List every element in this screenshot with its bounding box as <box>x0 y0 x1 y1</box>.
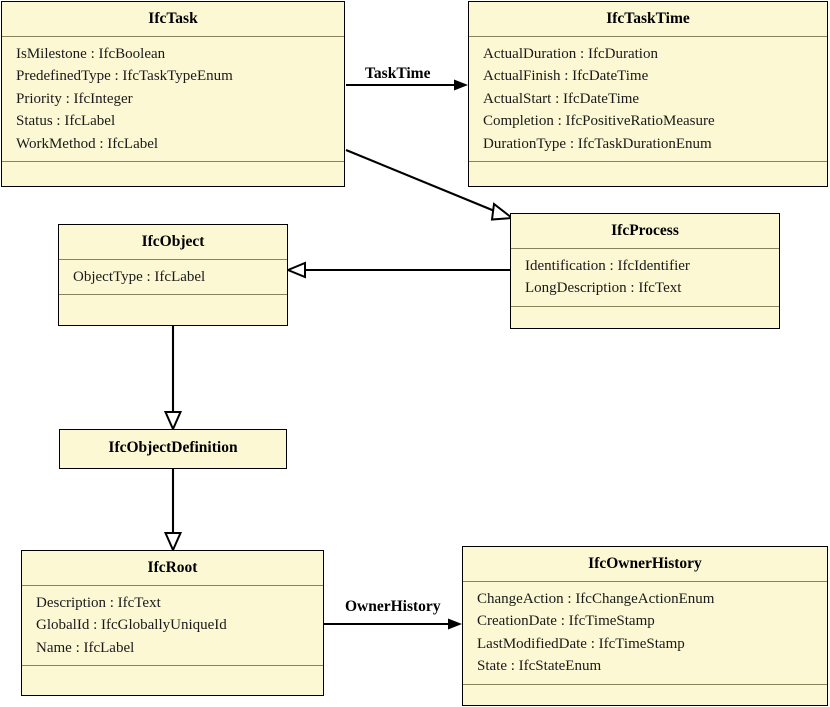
attribute-row: ObjectType : IfcLabel <box>73 268 206 285</box>
attribute-row: ActualDuration : IfcDuration <box>483 45 658 62</box>
class-box-ifc-root[interactable]: IfcRoot Description : IfcText GlobalId :… <box>21 550 324 696</box>
attribute-row: LongDescription : IfcText <box>525 280 682 297</box>
attribute-row: Priority : IfcInteger <box>16 90 133 107</box>
class-title-ifc-process: IfcProcess <box>511 214 779 249</box>
class-title-ifc-owner-history: IfcOwnerHistory <box>463 547 827 582</box>
class-box-ifc-object-definition[interactable]: IfcObjectDefinition <box>59 429 287 469</box>
attribute-row: Identification : IfcIdentifier <box>525 257 690 274</box>
edge-label-owner-history: OwnerHistory <box>345 598 441 615</box>
attribute-row: Name : IfcLabel <box>36 639 135 656</box>
class-box-ifc-task-time[interactable]: IfcTaskTime ActualDuration : IfcDuration… <box>468 1 828 187</box>
class-box-ifc-owner-history[interactable]: IfcOwnerHistory ChangeAction : IfcChange… <box>462 546 828 706</box>
edge-root-ownerhistory[interactable] <box>324 618 462 630</box>
edge-object-objectdefinition[interactable] <box>163 326 183 432</box>
class-title-ifc-object: IfcObject <box>59 225 287 260</box>
attribute-row: ChangeAction : IfcChangeActionEnum <box>477 590 715 607</box>
class-title-ifc-task: IfcTask <box>2 2 344 37</box>
class-operations-ifc-object <box>59 295 287 313</box>
class-attributes-ifc-owner-history: ChangeAction : IfcChangeActionEnum Creat… <box>463 581 827 685</box>
class-attributes-ifc-task-time: ActualDuration : IfcDuration ActualFinis… <box>469 36 827 163</box>
class-operations-ifc-owner-history <box>463 684 827 702</box>
class-operations-ifc-process <box>511 306 779 324</box>
class-operations-ifc-root <box>22 666 323 684</box>
class-box-ifc-process[interactable]: IfcProcess Identification : IfcIdentifie… <box>510 213 780 329</box>
attribute-row: ActualStart : IfcDateTime <box>483 90 640 107</box>
class-attributes-ifc-task: IsMilestone : IfcBoolean PredefinedType … <box>2 36 344 163</box>
class-title-ifc-task-time: IfcTaskTime <box>469 2 827 37</box>
attribute-row: Status : IfcLabel <box>16 113 116 130</box>
class-operations-ifc-task-time <box>469 162 827 180</box>
attribute-row: CreationDate : IfcTimeStamp <box>477 613 655 630</box>
attribute-row: ActualFinish : IfcDateTime <box>483 68 649 85</box>
attribute-row: LastModifiedDate : IfcTimeStamp <box>477 635 685 652</box>
attribute-row: Completion : IfcPositiveRatioMeasure <box>483 113 715 130</box>
edge-label-task-time: TaskTime <box>365 65 431 82</box>
class-operations-ifc-task <box>2 162 344 180</box>
attribute-row: WorkMethod : IfcLabel <box>16 135 159 152</box>
class-title-ifc-object-definition: IfcObjectDefinition <box>60 430 286 467</box>
attribute-row: GlobalId : IfcGloballyUniqueId <box>36 617 227 634</box>
class-attributes-ifc-process: Identification : IfcIdentifier LongDescr… <box>511 248 779 307</box>
class-box-ifc-object[interactable]: IfcObject ObjectType : IfcLabel <box>58 224 288 326</box>
class-box-ifc-task[interactable]: IfcTask IsMilestone : IfcBoolean Predefi… <box>1 1 345 187</box>
edge-process-object[interactable] <box>285 261 510 279</box>
attribute-row: State : IfcStateEnum <box>477 658 602 675</box>
class-attributes-ifc-object: ObjectType : IfcLabel <box>59 259 287 296</box>
edge-task-process[interactable] <box>345 149 515 221</box>
class-title-ifc-root: IfcRoot <box>22 551 323 586</box>
attribute-row: PredefinedType : IfcTaskTypeEnum <box>16 68 233 85</box>
attribute-row: Description : IfcText <box>36 594 161 611</box>
edge-task-tasktime[interactable] <box>346 79 468 91</box>
class-attributes-ifc-root: Description : IfcText GlobalId : IfcGlob… <box>22 585 323 667</box>
attribute-row: IsMilestone : IfcBoolean <box>16 45 166 62</box>
edge-objectdefinition-root[interactable] <box>163 469 183 553</box>
attribute-row: DurationType : IfcTaskDurationEnum <box>483 135 712 152</box>
